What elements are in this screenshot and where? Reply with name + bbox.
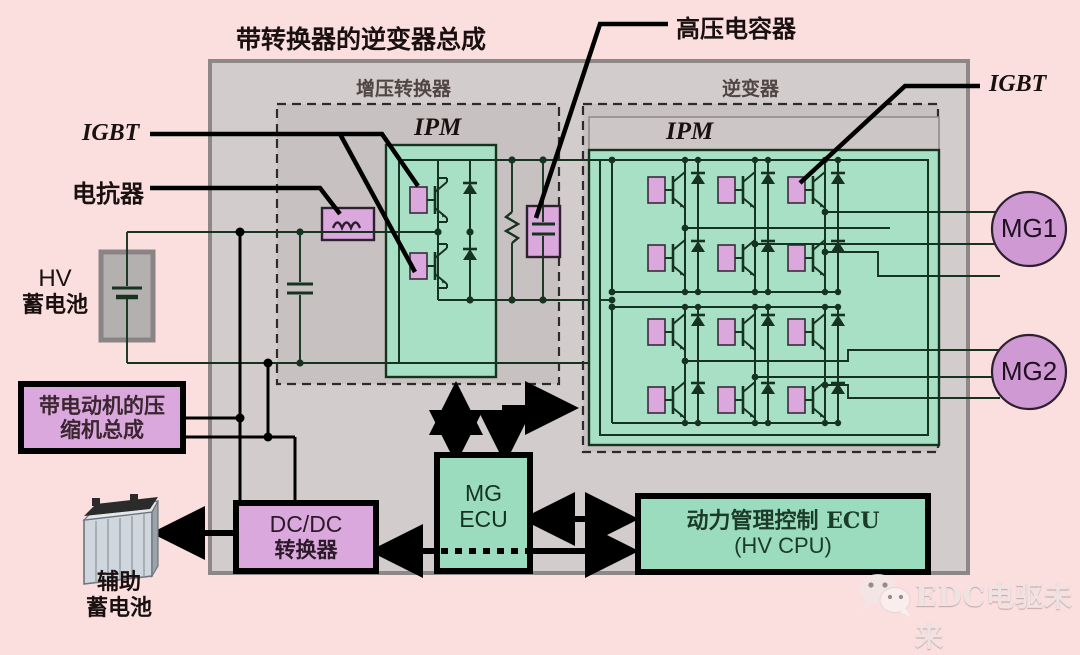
ipm-label-boost: IPM	[414, 114, 462, 141]
aux-battery-label-line1: 辅助	[96, 569, 141, 595]
hv-battery-label-line1: HV	[38, 265, 72, 292]
region-label-boost-converter: 增压转换器	[356, 78, 452, 100]
ipm-label-inverter: IPM	[666, 118, 714, 145]
dcdc-box	[233, 500, 379, 574]
mg2-circle	[990, 333, 1068, 411]
aux-battery-label: 辅助 蓄电池	[74, 569, 164, 621]
diagram-canvas: 带转换器的逆变器总成 增压转换器 逆变器 IPM IPM IGBT 电抗器 高压…	[18, 14, 1072, 653]
region-label-inverter: 逆变器	[722, 78, 780, 100]
wechat-logo	[860, 574, 911, 617]
hv-battery-label-line2: 蓄电池	[22, 292, 89, 319]
callout-igbt-left: IGBT	[82, 120, 140, 146]
circuit-diagram-svg	[18, 21, 1068, 617]
compressor-box	[18, 381, 186, 454]
watermark-text: EDC电驱未来	[915, 580, 1073, 653]
callout-igbt-right: IGBT	[989, 71, 1047, 97]
hv-battery-label: HV 蓄电池	[22, 265, 88, 319]
mg1-circle	[990, 190, 1068, 268]
aux-battery-icon	[82, 494, 160, 585]
power-ecu-box	[635, 493, 931, 575]
callout-hv-capacitor: 高压电容器	[676, 14, 796, 43]
callout-reactor: 电抗器	[72, 179, 144, 208]
page-title: 带转换器的逆变器总成	[236, 25, 487, 54]
aux-battery-label-line2: 蓄电池	[85, 594, 152, 621]
